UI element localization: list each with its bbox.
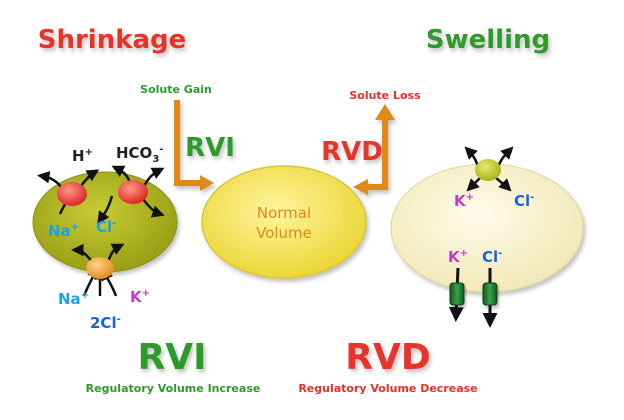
na-h-exchanger bbox=[57, 182, 87, 206]
two-cl-label: 2Cl- bbox=[90, 314, 121, 332]
na-outside-label: Na+ bbox=[58, 290, 89, 308]
rvi-full-label: Regulatory Volume Increase bbox=[86, 382, 261, 395]
nkcc-cotransporter bbox=[86, 257, 114, 279]
solute-loss-label: Solute Loss bbox=[349, 89, 421, 102]
k-channel-label: K+ bbox=[448, 248, 468, 266]
rvd-full-label: Regulatory Volume Decrease bbox=[298, 382, 477, 395]
cl-inside-label: Cl- bbox=[96, 218, 116, 236]
rvi-bottom-label: RVI bbox=[138, 337, 207, 378]
cl-channel bbox=[482, 282, 498, 306]
cl-top-label: Cl- bbox=[514, 192, 534, 210]
hco3-ion-label: HCO3- bbox=[116, 144, 163, 165]
rvi-mid-label: RVI bbox=[185, 133, 235, 163]
k-top-label: K+ bbox=[454, 192, 474, 210]
cl-channel-label: Cl- bbox=[482, 248, 502, 266]
normal-volume-cell bbox=[201, 165, 367, 279]
cl-hco3-exchanger bbox=[118, 180, 148, 204]
volume-label: Volume bbox=[256, 224, 312, 242]
h-ion-label: H+ bbox=[72, 147, 93, 165]
k-outside-label: K+ bbox=[130, 288, 150, 306]
rvd-bottom-label: RVD bbox=[345, 337, 430, 378]
normal-label: Normal bbox=[257, 204, 311, 222]
swollen-cell bbox=[390, 163, 584, 293]
solute-gain-arrow bbox=[174, 100, 214, 191]
solute-gain-label: Solute Gain bbox=[140, 83, 212, 96]
k-channel bbox=[449, 282, 465, 306]
kcc-cotransporter bbox=[475, 159, 501, 181]
na-inside-label: Na+ bbox=[48, 222, 79, 240]
solute-loss-arrow bbox=[353, 104, 395, 195]
swelling-heading: Swelling bbox=[426, 25, 550, 55]
rvd-mid-label: RVD bbox=[321, 137, 383, 167]
shrinkage-heading: Shrinkage bbox=[38, 25, 187, 55]
